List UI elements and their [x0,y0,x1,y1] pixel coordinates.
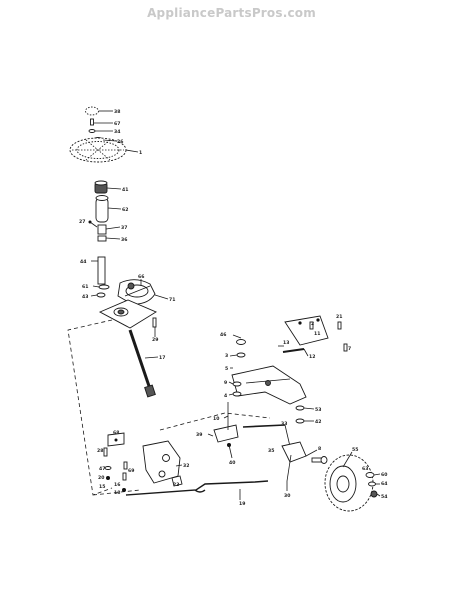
callout-20: 20 [98,475,104,481]
callout-3: 3 [225,353,228,359]
callout-36: 36 [121,237,127,243]
callout-21: 21 [336,314,342,320]
callout-60: 60 [381,472,387,478]
callout-labels: 38 67 34 26 1 41 62 27 37 36 44 61 43 66… [79,109,387,507]
callout-9: 9 [224,380,227,386]
callout-61: 61 [82,284,88,290]
callout-33: 33 [281,421,287,427]
callout-12: 12 [309,354,315,360]
callout-16: 16 [114,482,120,488]
steering-bracket-plate [98,299,157,329]
callout-44: 44 [80,259,86,265]
callout-53: 53 [315,407,321,413]
callout-32: 32 [183,463,189,469]
callout-54: 54 [381,494,387,500]
steering-column-assembly [69,106,157,398]
callout-64: 64 [381,481,387,487]
steering-gear [117,279,156,305]
front-axle-assembly [213,315,378,512]
callout-13: 13 [283,340,289,346]
callout-5: 5 [225,366,228,372]
callout-66: 66 [138,274,144,280]
callout-41: 41 [122,187,128,193]
callout-7: 7 [348,346,351,352]
callout-46: 46 [220,332,226,338]
callout-17: 17 [159,355,165,361]
callout-18: 18 [114,490,120,496]
callout-28: 28 [97,448,103,454]
callout-11: 11 [314,331,320,337]
callout-67: 67 [114,121,120,127]
callout-47: 47 [99,466,105,472]
callout-2: 2 [311,321,314,327]
callout-10: 10 [213,416,219,422]
callout-62: 62 [122,207,128,213]
callout-55: 55 [352,447,358,453]
callout-38: 38 [114,109,120,115]
callout-8: 8 [318,446,321,452]
callout-37: 37 [121,225,127,231]
callout-40: 40 [229,460,235,466]
callout-68: 68 [113,430,119,436]
callout-19: 19 [239,501,245,507]
watermark-text: AppliancePartsPros.com [147,6,316,20]
callout-23: 23 [173,482,179,488]
callout-15: 15 [99,484,105,490]
callout-34: 34 [114,129,120,135]
callout-1: 1 [139,150,142,156]
callout-42: 42 [315,419,321,425]
assembly-outline [67,319,271,496]
callout-4: 4 [224,393,227,399]
callout-71: 71 [169,297,175,303]
callout-69: 69 [128,468,134,474]
callout-35: 35 [268,448,274,454]
callout-39: 39 [196,432,202,438]
callout-27: 27 [79,219,85,225]
callout-43: 43 [82,294,88,300]
callout-63: 63 [362,466,368,472]
front-tire [324,454,374,512]
callout-26: 26 [117,139,123,145]
steering-bracket-lower [103,432,269,496]
leader-lines [90,110,381,500]
callout-30: 30 [284,493,290,499]
callout-29: 29 [152,337,158,343]
steering-wheel [69,137,127,163]
